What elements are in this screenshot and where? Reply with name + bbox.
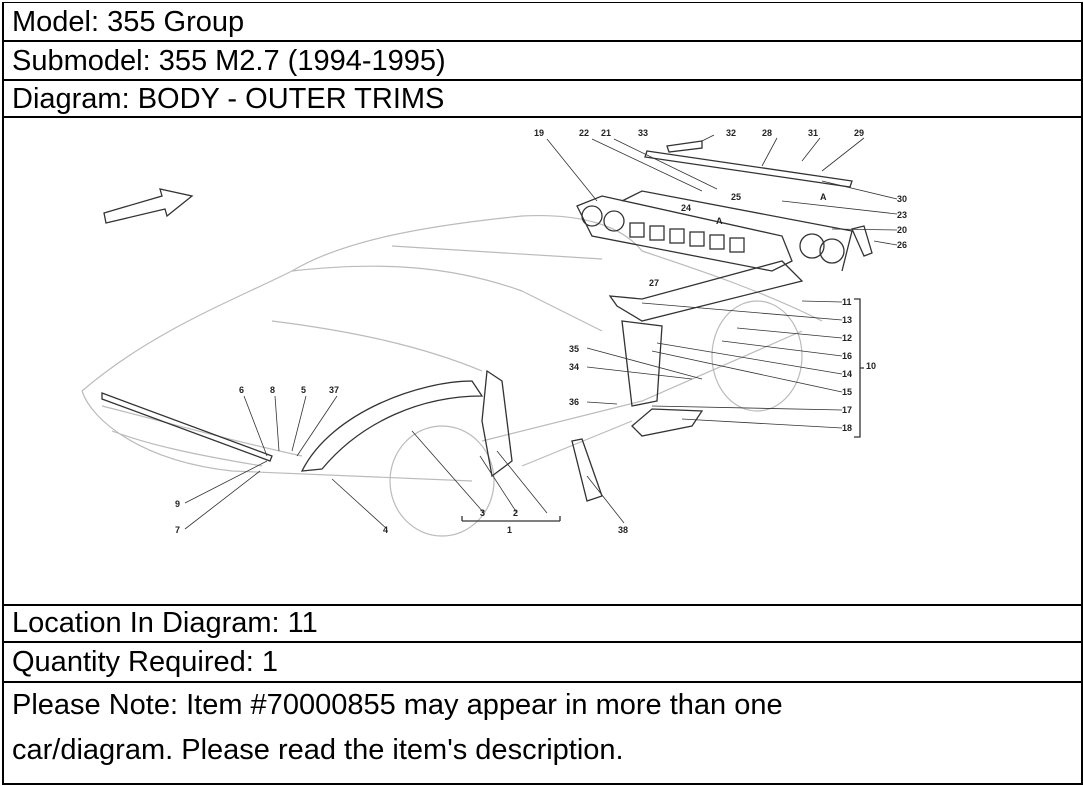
callout: 21 — [601, 128, 611, 138]
callout: 18 — [842, 423, 852, 433]
callout: 37 — [329, 385, 339, 395]
callout: 33 — [638, 128, 648, 138]
callout: 27 — [649, 278, 659, 288]
model-label: Model: 355 Group — [4, 3, 1081, 42]
callout: 25 — [731, 192, 741, 202]
diagram-title: Diagram: BODY - OUTER TRIMS — [4, 81, 1081, 118]
callout: 2 — [513, 508, 518, 518]
note-line-2: car/diagram. Please read the item's desc… — [12, 734, 624, 766]
parts-diagram: 19 22 21 33 32 28 31 29 30 A 25 24 23 A … — [4, 118, 1081, 606]
callout: 14 — [842, 369, 852, 379]
callout: 19 — [534, 128, 544, 138]
callout: 16 — [842, 351, 852, 361]
car-outline — [81, 214, 823, 537]
callout: 6 — [239, 385, 244, 395]
callout: 30 — [897, 194, 907, 204]
submodel-label: Submodel: 355 M2.7 (1994-1995) — [4, 42, 1081, 81]
callout: 10 — [866, 361, 876, 371]
callout: 31 — [808, 128, 818, 138]
callout: 11 — [842, 297, 852, 307]
leader-lines — [184, 134, 898, 530]
callout: 26 — [897, 240, 907, 250]
callout: 20 — [897, 225, 907, 235]
callout: 22 — [579, 128, 589, 138]
callout: 32 — [726, 128, 736, 138]
callout: 15 — [842, 387, 852, 397]
location-in-diagram: Location In Diagram: 11 — [4, 604, 1081, 643]
note-line-1: Please Note: Item #70000855 may appear i… — [12, 689, 783, 721]
callout: A — [716, 216, 723, 226]
callout: 12 — [842, 333, 852, 343]
quantity-required: Quantity Required: 1 — [4, 643, 1081, 683]
parts-drawing — [101, 140, 873, 522]
callout: 9 — [175, 499, 180, 509]
callout: 4 — [383, 525, 388, 535]
callout: 3 — [480, 508, 485, 518]
callout: 29 — [854, 128, 864, 138]
callout: 8 — [270, 385, 275, 395]
callout: 5 — [301, 385, 306, 395]
callout: 34 — [569, 362, 579, 372]
direction-arrow-icon — [103, 188, 194, 224]
callout: 1 — [507, 525, 512, 535]
callout: 17 — [842, 405, 852, 415]
callout: 35 — [569, 344, 579, 354]
callout: 28 — [762, 128, 772, 138]
callout: 23 — [897, 210, 907, 220]
callout: 36 — [569, 397, 579, 407]
callout: 13 — [842, 315, 852, 325]
callout: 24 — [681, 203, 691, 213]
callout: 38 — [618, 525, 628, 535]
parts-diagram-drawing: 19 22 21 33 32 28 31 29 30 A 25 24 23 A … — [81, 128, 907, 537]
item-note: Please Note: Item #70000855 may appear i… — [4, 683, 1081, 773]
callout-labels: 19 22 21 33 32 28 31 29 30 A 25 24 23 A … — [175, 128, 907, 535]
callout: 7 — [175, 525, 180, 535]
callout: A — [820, 192, 827, 202]
